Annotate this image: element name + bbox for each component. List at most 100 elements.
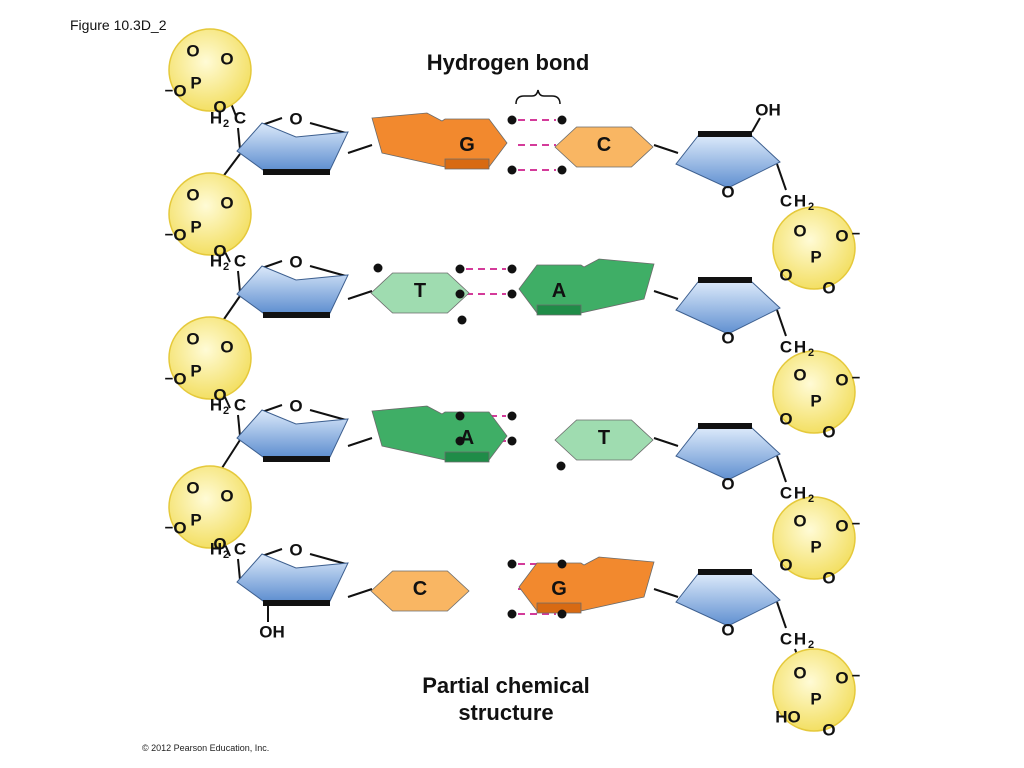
base-pair-2-right-glycosidic <box>653 290 679 300</box>
phosphate-R-1-oxygen-left: O <box>779 410 792 429</box>
right-sugar-1-c-atom: C <box>780 338 792 357</box>
phosphate-group <box>168 316 252 400</box>
phosphate-R-1-oxygen-bottom: O <box>822 423 835 442</box>
phosphate-L-1-oxygen-left: O <box>173 226 186 245</box>
base-pair-1-left-letter: G <box>459 134 475 156</box>
left-sugar-1-ring-bond-b <box>309 265 347 277</box>
phosphate-R-0-oxygen-right: O <box>835 227 848 246</box>
thymine-oxygen-dot-2 <box>556 461 566 471</box>
caption: Partial chemical structure <box>400 672 612 726</box>
right-sugar-3 <box>675 573 781 627</box>
left-sugar-3-c-atom: C <box>234 540 246 559</box>
base-pair-2-left-base <box>370 272 470 314</box>
phosphate-R-3-phosphorus: P <box>810 690 821 709</box>
left-sugar-1-ch2-bond <box>237 270 241 293</box>
phosphate-R-3-oxygen-right: O <box>835 669 848 688</box>
base-pair-3-left-base <box>371 405 508 461</box>
left-sugar-2-h-atom: H <box>210 396 222 415</box>
base-pair-1-left-glycosidic <box>347 144 373 154</box>
base-pair-4-right-base <box>518 556 655 612</box>
right-sugar-2-ring-oxygen: O <box>721 475 734 494</box>
base-pair-3-left-base-edge <box>444 451 490 463</box>
phosphate-L-0-phosphorus: P <box>190 74 201 93</box>
phosphate-L-3-oxygen-right: O <box>220 487 233 506</box>
phosphate-L-2-phosphorus: P <box>190 362 201 381</box>
left-sugar-0-c-atom: C <box>234 109 246 128</box>
phosphate-R-2-charge: − <box>852 516 861 533</box>
right-sugar-1 <box>675 281 781 335</box>
phosphate-R-2-oxygen-bottom: O <box>822 569 835 588</box>
left-sugar-3-subscript: 2 <box>223 549 229 561</box>
base-pair-2-atom-dot-1 <box>455 264 465 274</box>
phosphate-L-3-phosphorus: P <box>190 511 201 530</box>
phosphate-R-1-oxygen-top: O <box>793 366 806 385</box>
left-sugar-3-ch2-bond <box>237 558 241 581</box>
phosphate-R-2-phosphorus: P <box>810 538 821 557</box>
right-sugar-0 <box>675 135 781 189</box>
right-sugar-2-c-atom: C <box>780 484 792 503</box>
phosphate-L-1-oxygen-bottom: O <box>213 242 226 261</box>
right-sugar-3-h-atom: H <box>794 630 806 649</box>
phosphate-R-1-charge: − <box>852 370 861 387</box>
phosphate-L-2-charge: − <box>165 371 174 388</box>
phosphate-group <box>772 350 856 434</box>
base-pair-2-right-letter: A <box>552 280 566 302</box>
right-sugar-1-h-atom: H <box>794 338 806 357</box>
base-pair-4-atom-dot-2 <box>557 559 567 569</box>
phosphate-L-0-oxygen-left: O <box>173 82 186 101</box>
base-pair-4-left-base <box>370 570 470 612</box>
base-pair-3-atom-dot-2 <box>507 411 517 421</box>
base-pair-3-right-base <box>554 419 654 461</box>
right-sugar-1-subscript: 2 <box>808 347 814 359</box>
left-sugar-2-subscript: 2 <box>223 405 229 417</box>
right-sugar-1-ch2-bond <box>776 309 787 337</box>
phosphate-R-2-oxygen-left: O <box>779 556 792 575</box>
right-sugar-0-oh-bond <box>751 117 761 133</box>
phosphate-R-2-oxygen-right: O <box>835 517 848 536</box>
base-pair-4-left-glycosidic <box>347 588 373 598</box>
phosphate-group <box>168 465 252 549</box>
base-pair-2-atom-dot-2 <box>507 264 517 274</box>
phosphate-R-0-charge: − <box>852 226 861 243</box>
molecule-shapes <box>168 28 856 732</box>
base-pair-2-atom-dot-3 <box>455 289 465 299</box>
right-sugar-2 <box>675 427 781 481</box>
backbone-link-2 <box>221 153 241 179</box>
left-sugar-0-ch2-bond <box>237 127 241 150</box>
phosphate-L-1-charge: − <box>165 227 174 244</box>
phosphate-R-3-charge: − <box>852 668 861 685</box>
phosphate-group <box>168 172 252 256</box>
left-sugar-2 <box>236 409 349 458</box>
left-sugar-3-ring-oxygen: O <box>289 541 302 560</box>
hydrogen-bonds <box>466 119 556 615</box>
phosphate-L-2-oxygen-bottom: O <box>213 386 226 405</box>
base-pair-1-atom-dot-4 <box>557 165 567 175</box>
base-pair-4-atom-dot-4 <box>557 609 567 619</box>
base-pair-1-atom-dot-1 <box>507 115 517 125</box>
phosphate-L-3-oxygen-left: O <box>173 519 186 538</box>
base-pair-4-left-letter: C <box>413 578 427 600</box>
base-pair-1-left-base <box>371 112 508 168</box>
left-sugar-1-ring-oxygen: O <box>289 253 302 272</box>
backbone-link-4 <box>221 295 241 323</box>
backbone-link-6 <box>221 439 241 469</box>
phosphate-L-0-charge: − <box>165 83 174 100</box>
phosphate-R-0-oxygen-left: O <box>779 266 792 285</box>
base-pair-4-atom-dot-1 <box>507 559 517 569</box>
phosphate-L-1-oxygen-top: O <box>186 186 199 205</box>
phosphate-R-3-oxygen-bottom: O <box>822 721 835 740</box>
phosphate-group <box>772 648 856 732</box>
phosphate-group <box>772 206 856 290</box>
left-sugar-1-c-atom: C <box>234 252 246 271</box>
phosphate-L-1-phosphorus: P <box>190 218 201 237</box>
phosphate-L-2-oxygen-top: O <box>186 330 199 349</box>
base-pair-4-right-letter: G <box>551 578 567 600</box>
left-sugar-0-ring-oxygen: O <box>289 110 302 129</box>
left-sugar-1 <box>236 265 349 314</box>
base-pair-2-right-base <box>518 258 655 314</box>
phosphate-R-2-oxygen-top: O <box>793 512 806 531</box>
phosphate-group <box>772 496 856 580</box>
phosphate-R-0-phosphorus: P <box>810 248 821 267</box>
base-pair-1-right-letter: C <box>597 134 611 156</box>
